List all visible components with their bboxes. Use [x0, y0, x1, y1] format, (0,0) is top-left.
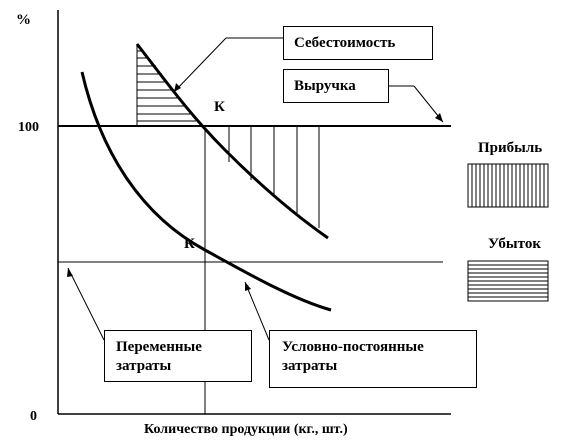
fixed-costs-label-line1: Условно-постоянные — [282, 339, 424, 355]
variable-costs-label-line2: затраты — [116, 358, 172, 374]
fixed-costs-label-line2: затраты — [282, 358, 338, 374]
fixed-arrowhead — [245, 282, 251, 291]
revenue-arrowhead — [435, 113, 443, 122]
variable-costs-label-box: Переменные затраты — [104, 330, 252, 382]
y-0-label: 0 — [30, 409, 37, 424]
cost-label-box: Себестоимость — [283, 26, 433, 60]
cost-curve — [135, 43, 329, 240]
fixed-costs-label-box: Условно-постоянные затраты — [269, 330, 477, 388]
fixed-pointer — [244, 281, 270, 341]
break-even-point-lower: К — [184, 236, 195, 252]
y-100-label: 100 — [18, 120, 39, 135]
revenue-label-box: Выручка — [283, 69, 389, 103]
variable-costs-label-line1: Переменные — [116, 339, 202, 355]
break-even-point-upper: К — [214, 99, 225, 115]
legend-loss-pattern — [468, 264, 548, 298]
cost-arrowhead — [174, 83, 181, 92]
cost-label: Себестоимость — [294, 35, 396, 51]
legend-profit-label: Прибыль — [478, 140, 542, 156]
legend-loss-label: Убыток — [488, 236, 541, 252]
variable-pointer — [67, 267, 105, 341]
x-axis-label: Количество продукции (кг., шт.) — [144, 422, 348, 437]
fixed-costs-curve — [80, 71, 332, 312]
profit-hatching — [228, 126, 320, 228]
y-unit-label: % — [16, 12, 31, 28]
variable-arrowhead — [67, 268, 73, 277]
cost-pointer-diagonal — [173, 37, 227, 93]
revenue-label: Выручка — [294, 78, 356, 94]
legend-profit-pattern — [471, 164, 545, 207]
loss-hatching — [136, 44, 196, 126]
